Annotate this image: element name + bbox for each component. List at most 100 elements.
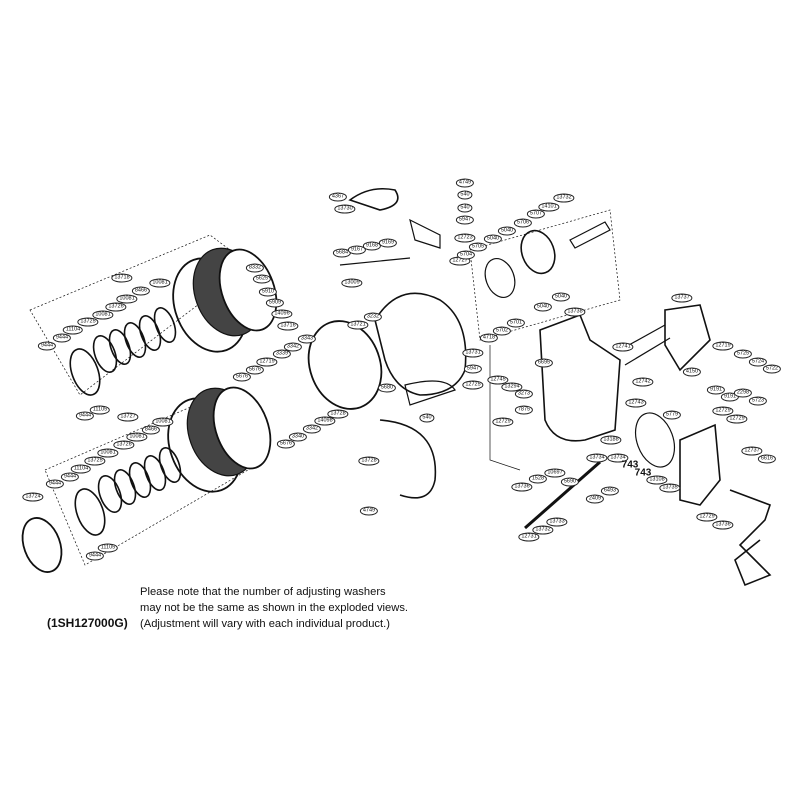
part-number-label: 13716	[277, 321, 299, 331]
part-number-label: 5705	[468, 242, 488, 252]
part-number-label: 4718	[479, 333, 499, 343]
part-number-label: 4367	[328, 192, 348, 202]
part-number-label: 14096	[271, 309, 293, 319]
arm-lever	[409, 218, 441, 249]
part-number-label: 5706	[513, 218, 533, 228]
part-number-label: 540	[457, 203, 473, 213]
part-number-label: 13108	[646, 475, 668, 485]
part-number-label: 2409	[585, 494, 605, 504]
note-line: may not be the same as shown in the expl…	[140, 602, 409, 614]
part-number-label: 5724	[748, 357, 768, 367]
part-number-label: 14101	[538, 202, 560, 212]
bail-cover	[404, 380, 456, 406]
rotor-plate	[307, 320, 383, 410]
part-number-label: 12745	[487, 375, 509, 385]
main-gear	[634, 412, 676, 468]
bearing-disc	[520, 229, 556, 275]
part-number-label: 13727	[117, 412, 139, 422]
part-number-label: 9444	[85, 551, 105, 561]
part-number-label: 13732	[553, 193, 575, 203]
part-number-label: 4150	[682, 367, 702, 377]
part-number-label: 5676	[245, 365, 265, 375]
part-number-label: 540	[457, 190, 473, 200]
washer-stack-bottom	[74, 447, 182, 536]
part-number-label: 5676	[232, 372, 252, 382]
part-number-label: 13730	[334, 204, 356, 214]
rotor	[374, 292, 467, 396]
part-number-label: 12741	[612, 342, 634, 352]
part-number-label: 2298	[733, 388, 753, 398]
part-number-label: 12731	[518, 532, 540, 542]
part-number-label: 5947	[463, 364, 483, 374]
part-number-label: 5707	[526, 209, 546, 219]
part-number-label: 7875	[514, 405, 534, 415]
part-number-label: 10081	[92, 310, 114, 320]
part-number-label: 5040	[483, 234, 503, 244]
part-number-label: 4749	[359, 506, 379, 516]
part-number-label: 3343	[297, 334, 317, 344]
part-number-label: 9444	[75, 411, 95, 421]
part-number-label: 5690	[560, 477, 580, 487]
part-number-label: 10081	[149, 278, 171, 288]
part-number-label: 13726	[105, 302, 127, 312]
part-number-label: 5676	[276, 439, 296, 449]
spool-bottom	[167, 386, 272, 493]
part-number-label: 5779	[662, 410, 682, 420]
part-number-label: 9169	[378, 238, 398, 248]
part-number-label: 12719	[256, 357, 278, 367]
part-number-label: 13736	[511, 482, 533, 492]
part-number-label: 10081	[152, 417, 174, 427]
part-number-label: 3273	[514, 389, 534, 399]
part-number-label: 12729	[492, 417, 514, 427]
part-number-label: 13728	[358, 456, 380, 466]
part-number-label: 12737	[741, 446, 763, 456]
part-number-label: 5722	[762, 364, 782, 374]
part-number-label: 13732	[532, 525, 554, 535]
part-number-label: 11105	[89, 405, 111, 415]
part-number-label: 5909	[265, 298, 285, 308]
part-number-label: 8466	[131, 286, 151, 296]
part-number-label: 5701	[506, 318, 526, 328]
part-number-label: 13733	[546, 517, 568, 527]
part-number-label: 10081	[97, 448, 119, 458]
part-number-label: 13737	[671, 293, 693, 303]
part-number-label: 12723	[454, 233, 476, 243]
part-number-label: 5680	[377, 383, 397, 393]
reel-body	[539, 313, 621, 442]
note-line: Please note that the number of adjusting…	[140, 586, 386, 598]
part-number-label: 9444	[52, 333, 72, 343]
part-number-label: 13734	[586, 453, 608, 463]
part-number-label: 9444	[45, 479, 65, 489]
part-number-label: 10697	[544, 468, 566, 478]
part-number-label: 5040	[497, 226, 517, 236]
part-number-label: 13726	[113, 440, 135, 450]
part-number-label: 3339	[272, 349, 292, 359]
part-number-label: 9444	[60, 472, 80, 482]
washer-stack-top	[69, 307, 177, 396]
part-number-label: 3342	[283, 342, 303, 352]
line-roller-cover	[348, 187, 399, 211]
part-number-label: 13724	[22, 492, 44, 502]
part-number-label: 12725	[462, 380, 484, 390]
part-number-label: 9167	[347, 245, 367, 255]
part-number-label: 5910	[258, 287, 278, 297]
part-number-label: 743	[634, 467, 652, 479]
part-number-label: 13725	[84, 456, 106, 466]
part-number-label: 6493	[600, 486, 620, 496]
part-number-label: 11104	[70, 464, 92, 474]
oscillation-shaft	[524, 460, 601, 530]
part-number-label: 4749	[455, 178, 475, 188]
part-number-label: 13731	[462, 348, 484, 358]
side-cover	[679, 423, 721, 506]
body-cover	[664, 304, 711, 372]
part-number-label: 12742	[632, 377, 654, 387]
part-number-label: 9191	[706, 385, 726, 395]
part-number-label: 11105	[97, 543, 119, 553]
part-number-label: 13009	[341, 278, 363, 288]
part-number-label: 12719	[712, 341, 734, 351]
part-number-label: 8466	[141, 425, 161, 435]
part-number-label: 13294	[501, 382, 523, 392]
part-number-label: 5723	[748, 396, 768, 406]
part-number-label: 6616	[757, 454, 777, 464]
